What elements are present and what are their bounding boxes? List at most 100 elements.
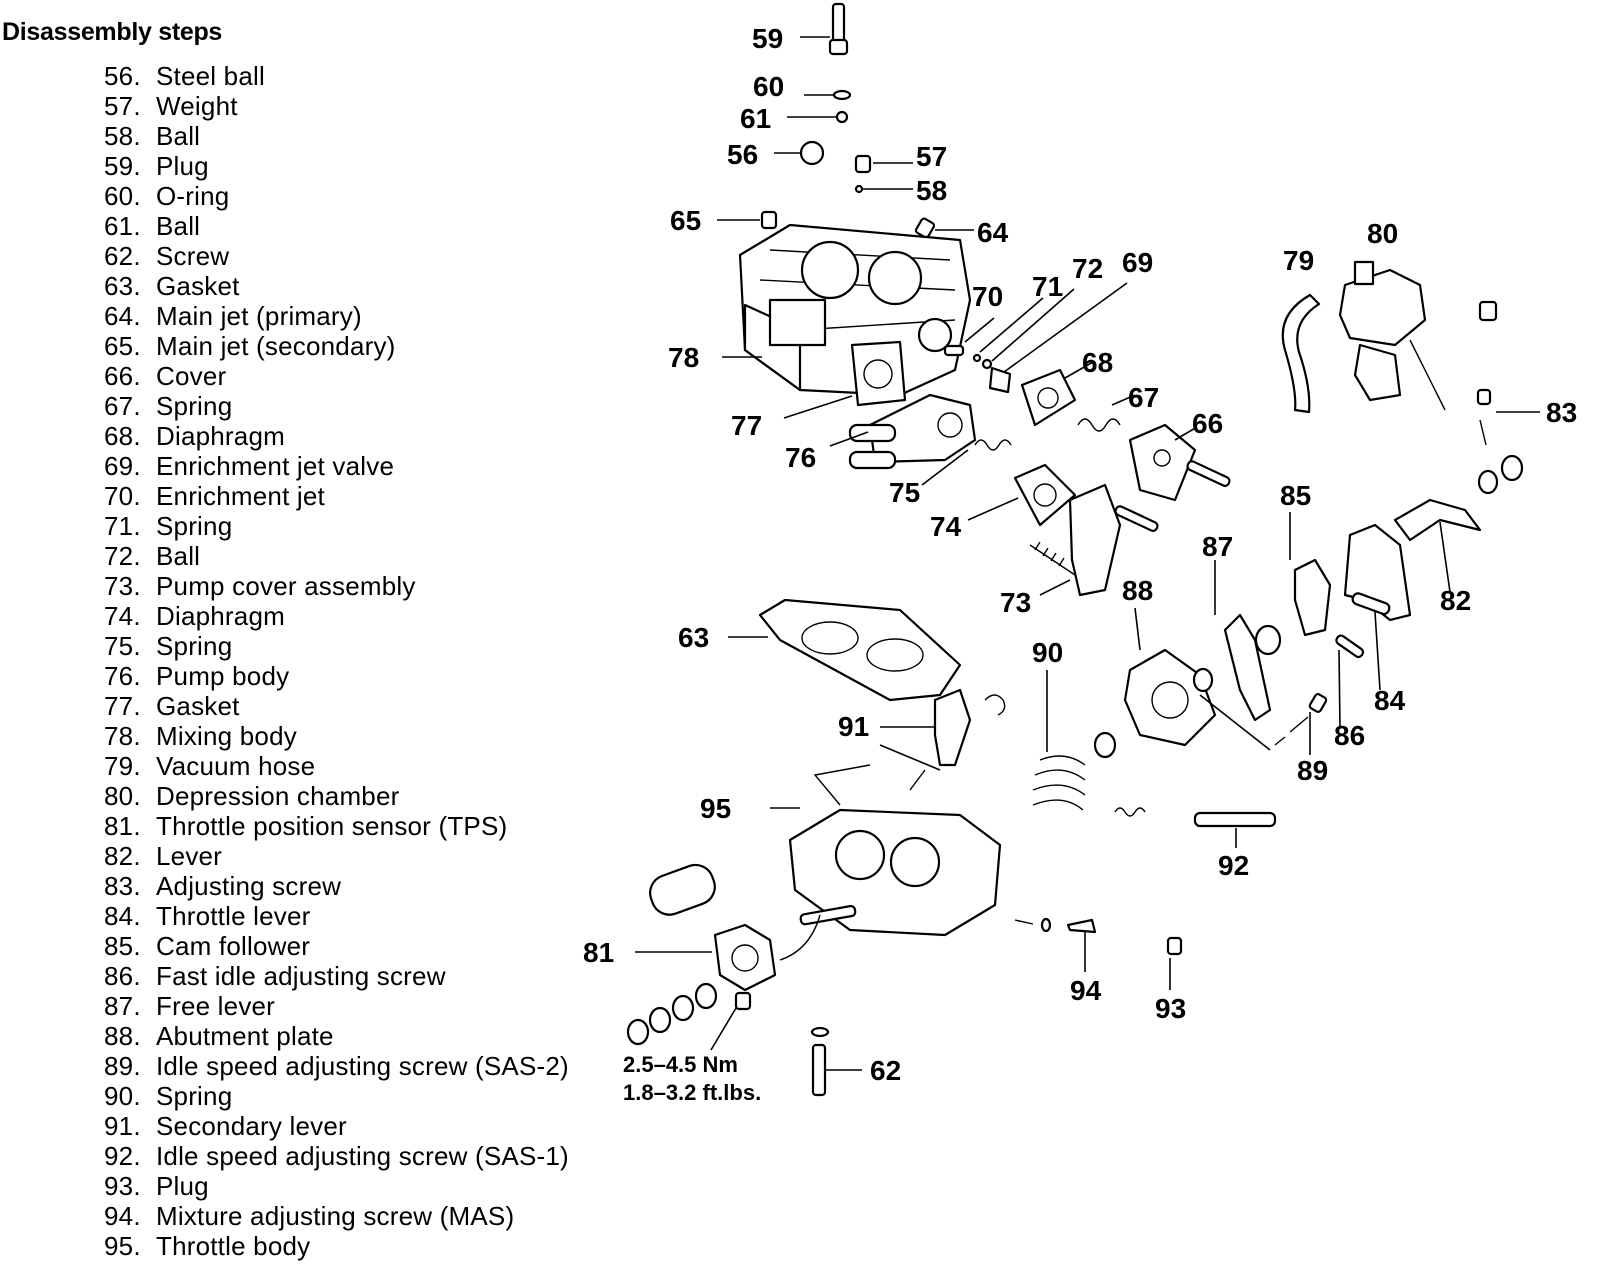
callout-57: 57 [916, 141, 947, 172]
step-number: 81. [104, 811, 141, 841]
step-number: 79. [104, 751, 141, 781]
step-label: Depression chamber [156, 781, 400, 811]
callout-92: 92 [1218, 850, 1249, 881]
step-label: Screw [156, 241, 230, 271]
step-label: Spring [156, 631, 233, 661]
step-item: 57. Weight [104, 91, 569, 121]
step-item: 76.Pump body [104, 661, 569, 691]
step-number: 82. [104, 841, 141, 871]
step-number: 56. [104, 61, 141, 91]
step-number: 59. [104, 151, 141, 181]
step-number: 57. [104, 91, 141, 121]
step-item: 85.Cam follower [104, 931, 569, 961]
step-number: 89. [104, 1051, 141, 1081]
step-label: Throttle lever [156, 901, 311, 931]
step-label: Diaphragm [156, 421, 285, 451]
step-label: Main jet (primary) [156, 301, 362, 331]
callout-75: 75 [889, 477, 920, 508]
step-number: 90. [104, 1081, 141, 1111]
callout-82: 82 [1440, 585, 1471, 616]
callout-69: 69 [1122, 247, 1153, 278]
callout-67: 67 [1128, 382, 1159, 413]
step-label: Ball [156, 121, 201, 151]
step-item: 77.Gasket [104, 691, 569, 721]
step-number: 80. [104, 781, 141, 811]
step-item: 92. Idle speed adjusting screw (SAS-1) [104, 1141, 569, 1171]
step-item: 88.Abutment plate [104, 1021, 569, 1051]
step-item: 72.Ball [104, 541, 569, 571]
step-label: Spring [156, 391, 233, 421]
callout-89: 89 [1297, 755, 1328, 786]
step-item: 93.Plug [104, 1171, 569, 1201]
step-number: 85. [104, 931, 141, 961]
callout-81: 81 [583, 937, 614, 968]
step-label: Weight [156, 91, 238, 121]
callout-76: 76 [785, 442, 816, 473]
step-label: Pump cover assembly [156, 571, 416, 601]
step-label: Diaphragm [156, 601, 285, 631]
callout-95: 95 [700, 793, 731, 824]
step-item: 61. Ball [104, 211, 569, 241]
step-label: Throttle position sensor (TPS) [156, 811, 508, 841]
step-item: 63. Gasket [104, 271, 569, 301]
step-number: 73. [104, 571, 141, 601]
step-label: Free lever [156, 991, 276, 1021]
step-label: Gasket [156, 271, 240, 301]
step-item: 87. Free lever [104, 991, 569, 1021]
callout-79: 79 [1283, 245, 1314, 276]
step-number: 62. [104, 241, 141, 271]
callout-56: 56 [727, 139, 758, 170]
callout-74: 74 [930, 511, 962, 542]
step-label: Mixing body [156, 721, 297, 751]
callout-90: 90 [1032, 637, 1063, 668]
step-number: 93. [104, 1171, 141, 1201]
step-number: 64. [104, 301, 141, 331]
step-label: Idle speed adjusting screw (SAS-1) [156, 1141, 569, 1171]
callout-94: 94 [1070, 975, 1102, 1006]
step-label: Enrichment jet [156, 481, 325, 511]
step-label: Adjusting screw [156, 871, 342, 901]
step-label: Ball [156, 541, 201, 571]
step-number: 63. [104, 271, 141, 301]
step-item: 66.Cover [104, 361, 569, 391]
step-number: 83. [104, 871, 141, 901]
callout-87: 87 [1202, 531, 1233, 562]
step-label: Secondary lever [156, 1111, 347, 1141]
callout-73: 73 [1000, 587, 1031, 618]
callout-66: 66 [1192, 408, 1223, 439]
step-label: Throttle body [156, 1231, 311, 1261]
step-label: Pump body [156, 661, 290, 691]
step-number: 61. [104, 211, 141, 241]
step-number: 69. [104, 451, 141, 481]
step-number: 58. [104, 121, 141, 151]
callout-70: 70 [972, 281, 1003, 312]
step-item: 94.Mixture adjusting screw (MAS) [104, 1201, 569, 1231]
step-item: 90.Spring [104, 1081, 569, 1111]
callout-65: 65 [670, 205, 701, 236]
step-label: Ball [156, 211, 201, 241]
step-number: 60. [104, 181, 141, 211]
step-number: 75. [104, 631, 141, 661]
step-label: Idle speed adjusting screw (SAS-2) [156, 1051, 569, 1081]
callout-64: 64 [977, 217, 1009, 248]
callout-91: 91 [838, 711, 869, 742]
callout-77: 77 [731, 410, 762, 441]
step-number: 71. [104, 511, 141, 541]
leader-lines [635, 36, 1540, 1071]
step-item: 71.Spring [104, 511, 569, 541]
step-number: 87. [104, 991, 141, 1021]
step-item: 89. Idle speed adjusting screw (SAS-2) [104, 1051, 569, 1081]
callout-labels: 59 60 61 56 57 58 65 64 78 70 71 72 69 7… [583, 23, 1577, 1105]
step-number: 84. [104, 901, 141, 931]
step-item: 62. Screw [104, 241, 569, 271]
step-number: 65. [104, 331, 141, 361]
callout-86: 86 [1334, 720, 1365, 751]
callout-84: 84 [1374, 685, 1406, 716]
callout-93: 93 [1155, 993, 1186, 1024]
step-item: 75. Spring [104, 631, 569, 661]
step-label: Gasket [156, 691, 240, 721]
step-number: 92. [104, 1141, 141, 1171]
callout-88: 88 [1122, 575, 1153, 606]
step-label: Vacuum hose [156, 751, 316, 781]
